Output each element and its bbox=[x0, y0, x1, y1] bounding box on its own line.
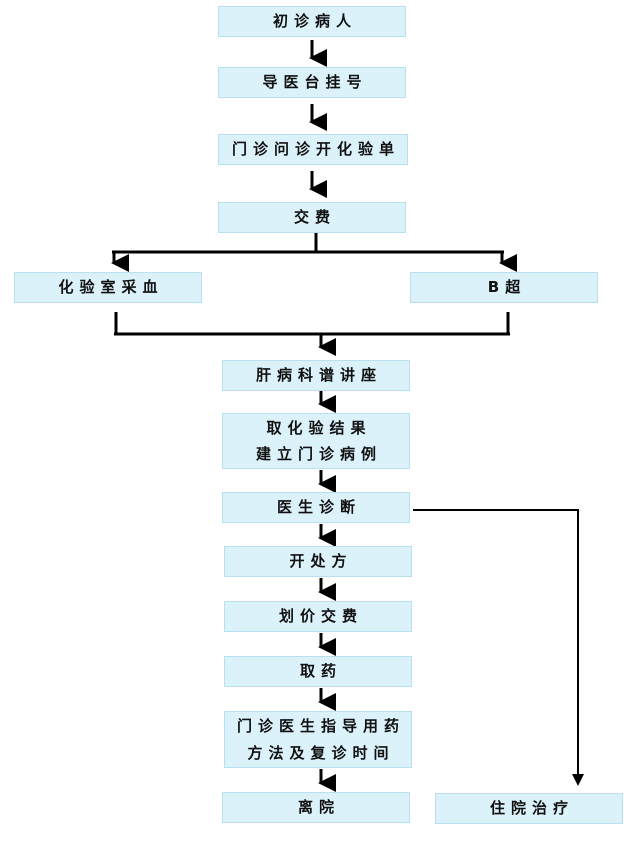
node-label: 门诊问诊开化验单 bbox=[231, 140, 400, 159]
branch-inpatient-head bbox=[572, 774, 584, 786]
node-label: 化验室采血 bbox=[58, 278, 164, 297]
node-clinic-lab-order: 门诊问诊开化验单 bbox=[218, 134, 408, 165]
node-label-line1: 门诊医生指导用药 bbox=[236, 717, 405, 736]
node-label: 划价交费 bbox=[278, 607, 363, 626]
node-label: 肝病科谱讲座 bbox=[255, 366, 382, 385]
node-pay-fee: 交费 bbox=[218, 202, 406, 233]
node-label-line2: 建立门诊病例 bbox=[255, 445, 382, 463]
node-label: 住院治疗 bbox=[489, 799, 574, 818]
branch-inpatient bbox=[413, 509, 579, 776]
node-b-ultrasound: B超 bbox=[410, 272, 598, 303]
node-label: B超 bbox=[487, 278, 527, 297]
node-label-line2: 方法及复诊时间 bbox=[247, 743, 395, 762]
node-label: 离院 bbox=[297, 798, 340, 817]
node-initial-visit: 初诊病人 bbox=[218, 6, 406, 37]
node-label: 取药 bbox=[299, 662, 342, 681]
node-results: 取化验结果 建立门诊病例 bbox=[222, 413, 410, 469]
node-label: 导医台挂号 bbox=[262, 73, 368, 92]
node-leave-hospital: 离院 bbox=[222, 792, 410, 823]
node-price-pay: 划价交费 bbox=[224, 601, 412, 632]
node-inpatient: 住院治疗 bbox=[435, 793, 623, 824]
node-get-medicine: 取药 bbox=[224, 656, 412, 687]
node-label-line1: 取化验结果 bbox=[266, 418, 372, 437]
node-prescription: 开处方 bbox=[224, 546, 412, 577]
node-guide-desk: 导医台挂号 bbox=[218, 67, 406, 98]
node-label: 医生诊断 bbox=[276, 498, 361, 517]
node-liver-lecture: 肝病科谱讲座 bbox=[222, 360, 410, 391]
node-label: 开处方 bbox=[289, 552, 353, 571]
node-doctor-diagnosis: 医生诊断 bbox=[222, 492, 410, 523]
node-label: 初诊病人 bbox=[272, 12, 357, 31]
node-label: 交费 bbox=[293, 208, 336, 227]
node-lab-blood: 化验室采血 bbox=[14, 272, 202, 303]
node-guidance: 门诊医生指导用药 方法及复诊时间 bbox=[224, 711, 412, 768]
